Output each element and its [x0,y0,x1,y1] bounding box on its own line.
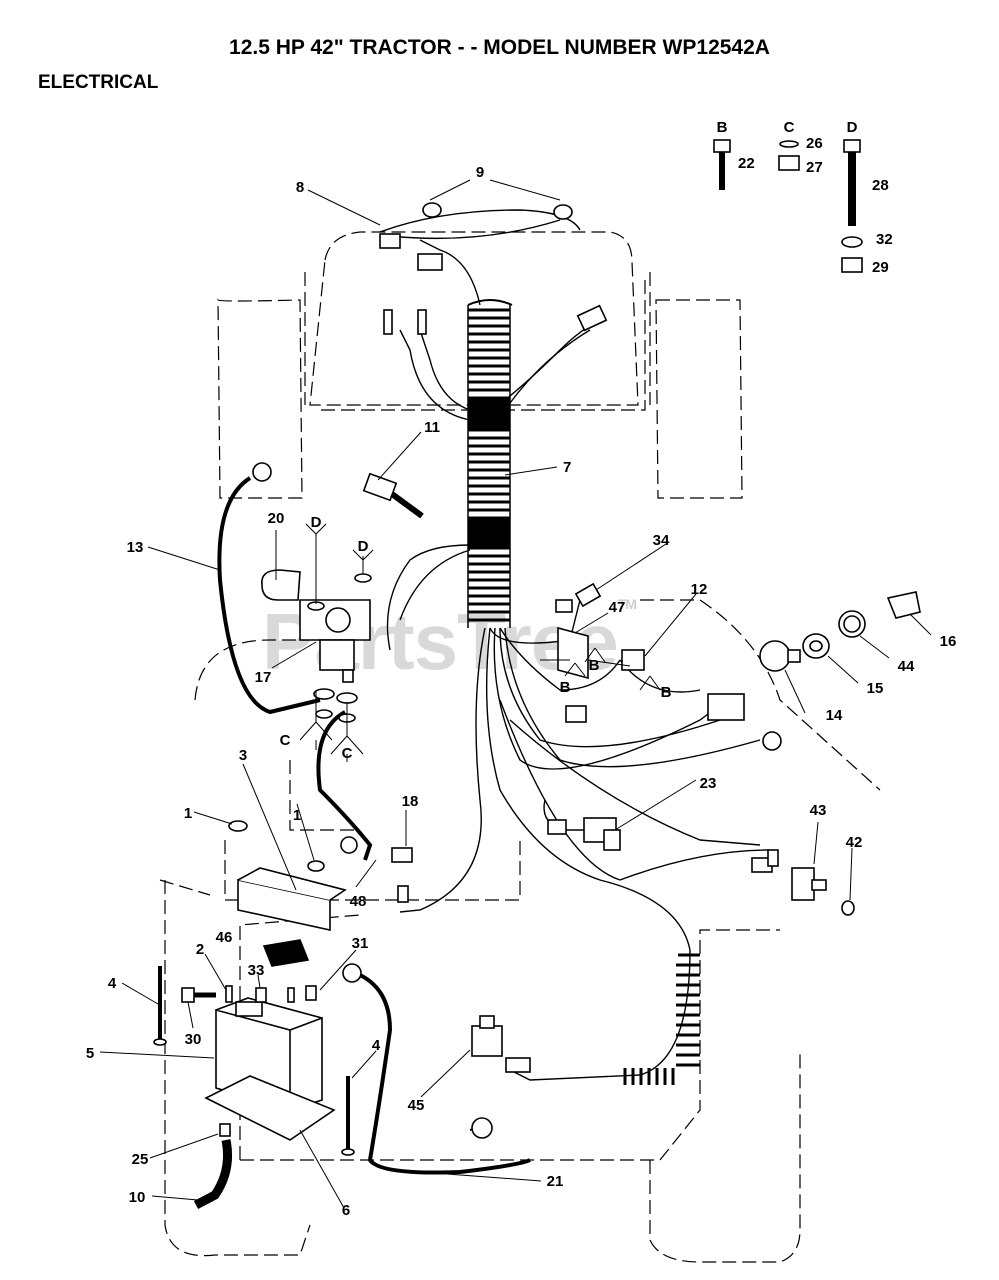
coiled-harness [467,299,513,628]
callout-18: 18 [402,793,419,810]
hardware-letter-c: C [784,119,795,136]
page-title: 12.5 HP 42" TRACTOR - - MODEL NUMBER WP1… [229,36,770,59]
hardware-letter-b: B [717,119,728,136]
tractor-outline [159,231,881,1263]
ref-letter-b-2: B [560,679,571,696]
lower-coil [623,953,700,1085]
ref-letter-d-2: D [358,538,369,555]
ring-terminal [252,462,272,482]
callout-42: 42 [846,834,863,851]
callout-1a: 1 [184,805,192,822]
callout-16: 16 [940,633,957,650]
callout-30: 30 [185,1031,202,1048]
ref-letter-c-2: C [342,745,353,762]
callout-2: 2 [196,941,204,958]
callout-25: 25 [132,1151,149,1168]
callout-44: 44 [898,658,915,675]
callout-7: 7 [563,459,571,476]
callout-3: 3 [239,747,247,764]
ref-letter-b-3: B [661,684,672,701]
callout-28: 28 [872,177,889,194]
callout-17: 17 [255,669,272,686]
callout-14: 14 [826,707,843,724]
callout-45: 45 [408,1097,425,1114]
callout-20: 20 [268,510,285,527]
callout-21: 21 [547,1173,564,1190]
callout-34: 34 [653,532,670,549]
callout-9: 9 [476,164,484,181]
callout-26: 26 [806,135,823,152]
callout-46: 46 [216,929,233,946]
callout-23: 23 [700,775,717,792]
callout-29: 29 [872,259,889,276]
callout-15: 15 [867,680,884,697]
callout-32: 32 [876,231,893,248]
callout-5: 5 [86,1045,94,1062]
callout-6: 6 [342,1202,350,1219]
battery-cables [217,476,531,1175]
callout-47: 47 [609,599,626,616]
section-heading: ELECTRICAL [38,72,159,93]
callout-10: 10 [129,1189,146,1206]
callout-43: 43 [810,802,827,819]
components [153,139,921,1209]
callout-27: 27 [806,159,823,176]
callout-48: 48 [350,893,367,910]
leader-lines [99,179,932,1209]
callout-8: 8 [296,179,304,196]
callout-4b: 4 [372,1037,381,1054]
hardware-letter-d: D [847,119,858,136]
callout-22: 22 [738,155,755,172]
callout-13: 13 [127,539,144,556]
callout-1b: 1 [293,807,301,824]
callout-33: 33 [248,962,265,979]
callout-4a: 4 [108,975,117,992]
ref-letter-d-1: D [311,514,322,531]
callout-labels: B C D 22 26 27 28 32 29 9 8 11 7 20 13 D… [86,119,957,1219]
callout-12: 12 [691,581,708,598]
callout-31: 31 [352,935,369,952]
callout-11: 11 [424,419,440,436]
ref-letter-c-1: C [280,732,291,749]
ref-letter-b-1: B [589,657,600,674]
